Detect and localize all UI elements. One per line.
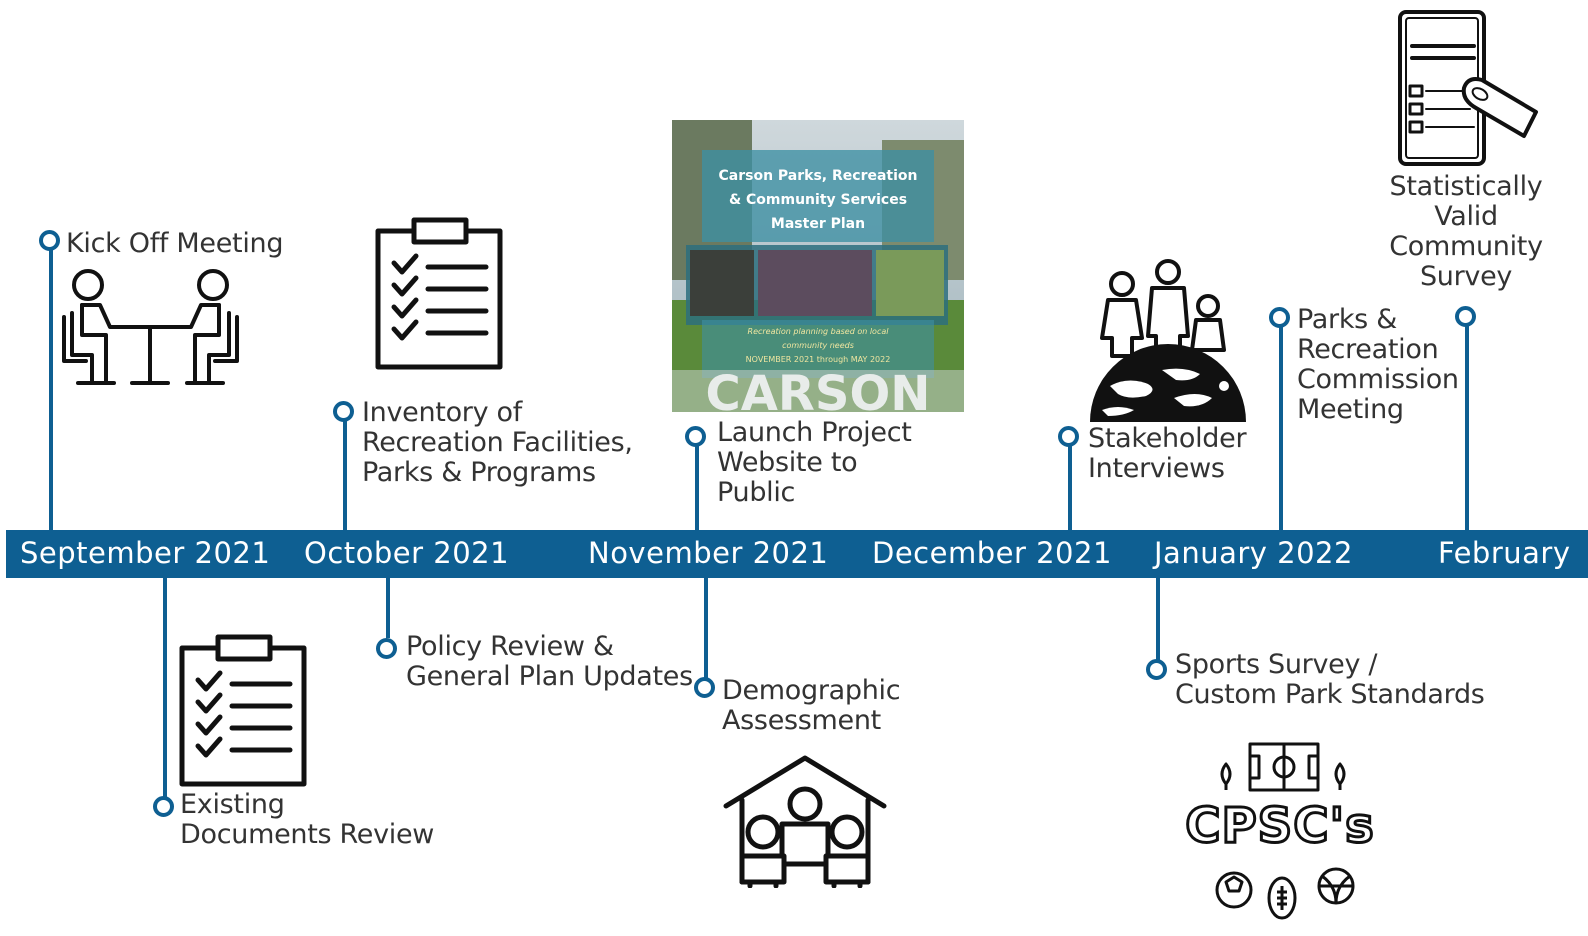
sports-field-icon: CPSC's (1180, 740, 1380, 930)
family-globe-icon (1090, 259, 1246, 422)
event-marker (333, 401, 354, 422)
event-marker (153, 796, 174, 817)
checklist-clipboard-icon (179, 634, 307, 787)
event-label-sports: Sports Survey / Custom Park Standards (1175, 649, 1485, 710)
poster-title-line: & Community Services (729, 192, 907, 208)
month-label: December 2021 (872, 536, 1112, 570)
month-label: February (1438, 536, 1571, 570)
event-marker (39, 230, 60, 251)
event-stem (1068, 438, 1072, 530)
household-icon (723, 755, 887, 888)
checklist-clipboard-icon (375, 217, 503, 370)
master-plan-poster: Carson Parks, Recreation & Community Ser… (672, 120, 964, 412)
poster-tagline: NOVEMBER 2021 through MAY 2022 (746, 355, 891, 364)
event-stem (695, 437, 699, 530)
poster-tagline: Recreation planning based on local (748, 327, 890, 336)
tablet-survey-icon (1398, 10, 1538, 166)
event-stem (1465, 323, 1469, 530)
event-label-demographic: Demographic Assessment (722, 675, 901, 736)
poster-city: CARSON (706, 366, 931, 412)
cpsc-logo-text: CPSC's (1184, 797, 1375, 856)
event-stem (49, 243, 53, 530)
event-label-stakeholder: Stakeholder Interviews (1088, 423, 1247, 484)
event-label-commission: Parks & Recreation Commission Meeting (1297, 304, 1459, 425)
event-marker (685, 426, 706, 447)
event-marker (694, 677, 715, 698)
event-label-launch: Launch Project Website to Public (717, 417, 912, 508)
event-stem (1279, 320, 1283, 530)
poster-tagline: community needs (782, 341, 854, 350)
event-stem (704, 578, 708, 678)
event-label-policy: Policy Review & General Plan Updates (406, 631, 693, 692)
timeline-band (6, 530, 1588, 578)
month-label: September 2021 (20, 536, 271, 570)
event-stem (386, 578, 390, 638)
event-marker (1146, 659, 1167, 680)
event-marker (1058, 426, 1079, 447)
event-marker (1269, 307, 1290, 328)
event-marker (376, 638, 397, 659)
month-label: October 2021 (304, 536, 510, 570)
poster-title-line: Master Plan (771, 216, 865, 232)
event-label-survey: Statistically Valid Community Survey (1389, 171, 1543, 292)
month-label: November 2021 (588, 536, 829, 570)
event-stem (1156, 578, 1160, 662)
month-label: January 2022 (1154, 536, 1353, 570)
event-label-existing-docs: Existing Documents Review (180, 789, 435, 850)
event-label-inventory: Inventory of Recreation Facilities, Park… (362, 397, 633, 488)
event-label-kickoff: Kick Off Meeting (66, 228, 284, 259)
event-stem (163, 578, 167, 800)
poster-title-line: Carson Parks, Recreation (719, 168, 918, 184)
event-stem (343, 413, 347, 530)
meeting-table-icon (62, 269, 239, 385)
